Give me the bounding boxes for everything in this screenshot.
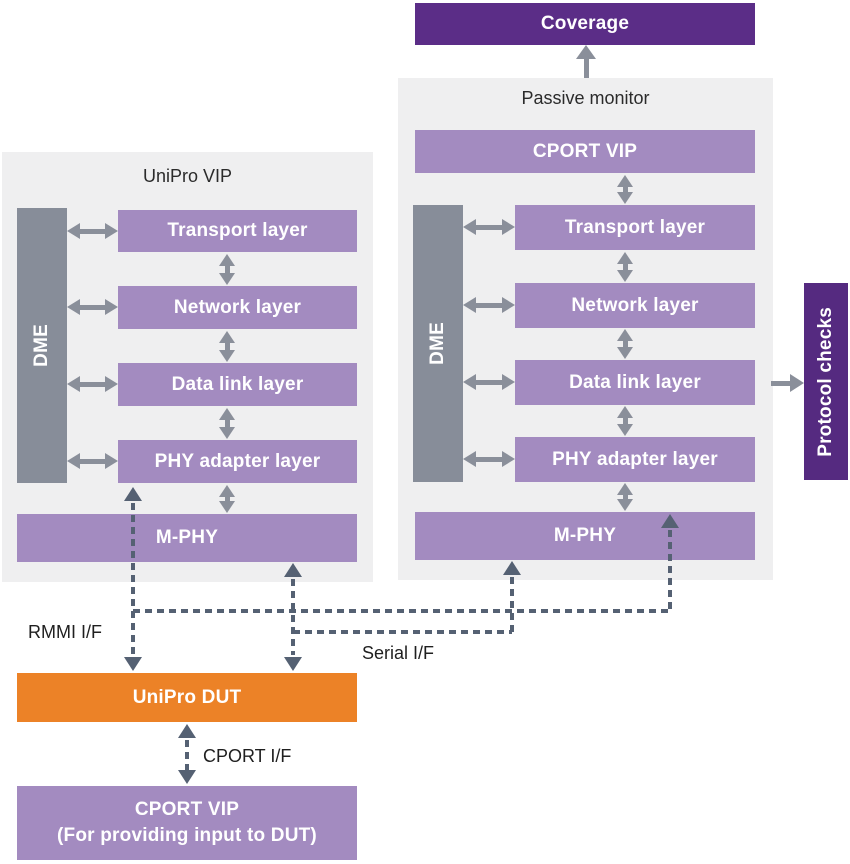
right-mphy-box: M-PHY [415,512,755,560]
unipro-dut-box: UniPro DUT [17,673,357,722]
left-dme-transport-arrow-icon [67,220,118,242]
serial-right-arrow-head-up [503,561,521,575]
right-dme-bar: DME [413,205,463,482]
left-network-datalink-arrow-icon [216,331,238,362]
rmmi-dashed-line [131,503,135,655]
right-phyadapter-mphy-arrow-icon [614,483,636,511]
serial-left-arrow-head-down [284,657,302,671]
cport-vip-stimulus-line1: CPORT VIP [134,799,240,821]
rmmi-right-arrow-head-up [661,514,679,528]
right-dme-transport-arrow-icon [463,216,515,238]
arrow-head-up [576,45,596,59]
cport-vip-stimulus-box: CPORT VIP (For providing input to DUT) [17,786,357,860]
left-data-link-layer-box: Data link layer [118,363,357,406]
left-mphy-box: M-PHY [17,514,357,562]
left-mphy-label: M-PHY [155,527,219,548]
rmmi-right-dashed-line [668,530,672,611]
cport-if-label: CPORT I/F [203,746,292,766]
left-network-layer-label: Network layer [173,296,302,318]
monitor-cport-vip-label: CPORT VIP [532,140,638,162]
protocol-checks-arrow-icon [771,374,804,392]
left-transport-network-arrow-icon [216,254,238,285]
serial-if-label: Serial I/F [362,643,435,663]
coverage-arrow-icon [575,45,597,78]
left-phy-adapter-layer-label: PHY adapter layer [154,450,321,472]
unipro-vip-title: UniPro VIP [142,166,233,186]
serial-left-dashed-line [291,579,295,655]
protocol-checks-label: Protocol checks [815,306,836,457]
cport-if-dashed-line [185,740,189,770]
left-dme-network-arrow-icon [67,296,118,318]
left-phyadapter-mphy-arrow-icon [216,485,238,513]
arrow-head-right [790,374,804,392]
arrow-stem [583,59,589,78]
cport-if-arrow-head-up [178,724,196,738]
cport-if-arrow-head-down [178,770,196,784]
left-network-layer-box: Network layer [118,286,357,329]
arrow-stem [771,380,790,386]
right-cportvip-transport-arrow-icon [614,175,636,204]
right-dme-datalink-arrow-icon [463,371,515,393]
left-dme-label: DME [31,324,52,367]
right-transport-layer-label: Transport layer [564,216,706,238]
protocol-checks-box: Protocol checks [804,283,848,480]
right-dme-phyadapter-arrow-icon [463,448,515,470]
right-data-link-layer-box: Data link layer [515,360,755,405]
left-transport-layer-box: Transport layer [118,210,357,252]
cport-vip-stimulus-line2: (For providing input to DUT) [57,825,317,846]
unipro-dut-label: UniPro DUT [132,686,242,708]
right-network-datalink-arrow-icon [614,329,636,359]
right-dme-network-arrow-icon [463,294,515,316]
right-dme-label: DME [427,322,448,365]
monitor-cport-vip-box: CPORT VIP [415,130,755,173]
rmmi-arrow-head-down [124,657,142,671]
left-dme-datalink-arrow-icon [67,373,118,395]
left-phy-adapter-layer-box: PHY adapter layer [118,440,357,483]
serial-right-dashed-line [510,577,514,632]
rmmi-horizontal-dashed-line [133,609,670,613]
left-dme-phyadapter-arrow-icon [67,450,118,472]
coverage-label: Coverage [540,13,630,34]
serial-horizontal-dashed-line [293,630,512,634]
right-network-layer-label: Network layer [571,294,699,316]
right-transport-layer-box: Transport layer [515,205,755,250]
right-mphy-label: M-PHY [553,525,617,546]
rmmi-arrow-head-up [124,487,142,501]
rmmi-if-label: RMMI I/F [28,622,102,642]
right-network-layer-box: Network layer [515,283,755,328]
left-transport-layer-label: Transport layer [167,220,308,241]
coverage-box: Coverage [415,3,755,45]
left-data-link-layer-label: Data link layer [171,373,304,395]
passive-monitor-title: Passive monitor [521,88,650,108]
left-datalink-phyadapter-arrow-icon [216,408,238,439]
right-phy-adapter-layer-label: PHY adapter layer [552,448,718,470]
left-dme-bar: DME [17,208,67,483]
right-datalink-phyadapter-arrow-icon [614,406,636,436]
right-transport-network-arrow-icon [614,252,636,282]
serial-left-arrow-head-up [284,563,302,577]
right-phy-adapter-layer-box: PHY adapter layer [515,437,755,482]
right-data-link-layer-label: Data link layer [569,371,701,393]
